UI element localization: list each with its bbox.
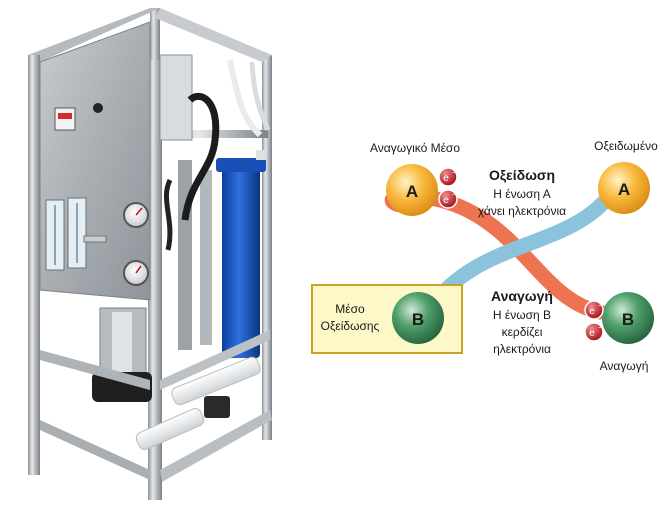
reduction-line2: κερδίζει: [502, 325, 543, 339]
hose: [164, 178, 173, 251]
reduction-title: Αναγωγή: [491, 288, 553, 304]
electron: e −: [584, 322, 604, 342]
reduction-arrow-band: [432, 192, 608, 320]
svg-text:A: A: [618, 180, 630, 199]
hose: [181, 92, 220, 221]
oxidation-line2: χάνει ηλεκτρόνια: [478, 204, 566, 218]
frame-base: [160, 410, 272, 482]
valve-handle: [83, 235, 107, 243]
svg-text:e: e: [589, 306, 595, 317]
svg-text:e: e: [589, 328, 595, 339]
electron: e −: [438, 189, 458, 209]
prefilter-housing: [222, 168, 260, 358]
tubing: [249, 61, 271, 131]
svg-text:e: e: [443, 195, 449, 206]
svg-text:−: −: [452, 168, 457, 177]
svg-text:−: −: [598, 301, 603, 310]
atom-a-reductant: A: [386, 164, 438, 216]
pvc-pipe: [171, 356, 261, 406]
atom-b-reduced: B: [602, 292, 654, 344]
ro-machine-illustration: [28, 8, 272, 500]
electron: e −: [584, 300, 604, 320]
frame-top-rail: [155, 8, 272, 62]
svg-text:−: −: [598, 323, 603, 332]
svg-text:B: B: [622, 310, 634, 329]
tubing: [227, 59, 263, 138]
frame-upright: [262, 55, 272, 440]
atom-a-oxidized: A: [598, 162, 650, 214]
oxidation-title: Οξείδωση: [489, 167, 555, 183]
frame-upright: [28, 55, 40, 475]
svg-text:A: A: [406, 182, 418, 201]
atom-b-oxidizer: B: [392, 292, 444, 344]
controller-readout: [58, 113, 72, 119]
solenoid-valve: [204, 396, 230, 418]
oxidized-label: Οξειδωμένο: [594, 139, 658, 153]
svg-text:e: e: [443, 173, 449, 184]
pvc-pipe: [135, 407, 205, 451]
frame-top-rail: [28, 8, 160, 62]
switch-knob: [93, 103, 103, 113]
electrical-box: [159, 54, 193, 141]
membrane-vessel: [200, 170, 212, 345]
reductant-label: Αναγωγικό Μέσο: [370, 141, 460, 155]
reduced-label: Αναγωγή: [600, 359, 649, 373]
frame-base: [40, 420, 150, 480]
oxidizer-label-line1: Μέσο: [335, 302, 365, 316]
prefilter-cap: [216, 158, 266, 172]
electron: e −: [438, 167, 458, 187]
reduction-line3: ηλεκτρόνια: [493, 342, 551, 356]
oxidizer-label-line2: Οξείδωσης: [321, 319, 380, 333]
oxidation-line1: Η ένωση Α: [493, 187, 550, 201]
svg-text:B: B: [412, 310, 424, 329]
svg-text:−: −: [452, 190, 457, 199]
reduction-line1: Η ένωση Β: [493, 308, 551, 322]
